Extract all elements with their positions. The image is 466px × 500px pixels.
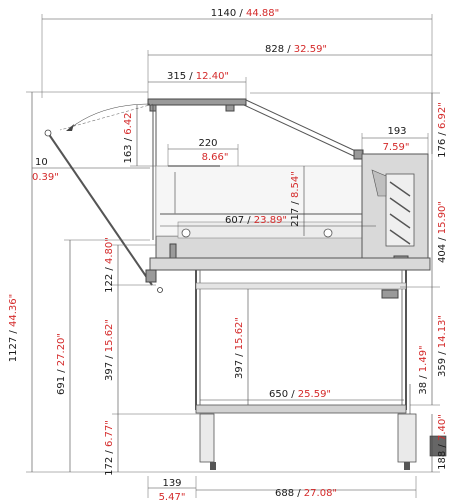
label-front-overhang-mm: 139	[162, 478, 181, 489]
stand-top-brace	[195, 282, 407, 290]
lid-hinge-right	[225, 104, 235, 112]
label-front-overhang-inch: 5.47"	[159, 492, 186, 500]
control-panel	[385, 173, 415, 247]
front-fitting	[145, 269, 157, 283]
well-base	[155, 235, 387, 259]
sloped-glass-upper	[245, 99, 363, 155]
label-rear-depth-mm: 193	[387, 126, 406, 137]
cabinet-rail	[149, 257, 431, 271]
base-foot-front	[199, 413, 215, 463]
rear-bracket	[371, 169, 387, 197]
label-glass-offset-mm: 10	[35, 157, 48, 168]
leveler-front	[210, 462, 216, 470]
label-front-gap: 122 / 4.80"	[104, 237, 115, 293]
dimension-lines	[26, 14, 440, 498]
lid-top-bar	[147, 98, 247, 106]
vent-slot-1	[389, 181, 411, 197]
label-rear-leg-height: 359 / 14.13"	[437, 315, 448, 377]
label-shelf-width-mm: 220	[198, 138, 217, 149]
label-shelf-width-inch: 8.66"	[202, 152, 229, 163]
label-lid-height: 163 / 6.42	[123, 112, 134, 163]
vent-slot-2	[389, 197, 411, 213]
sloped-glass-lower	[243, 104, 359, 159]
label-lid-depth: 315 / 12.40"	[167, 71, 229, 82]
label-well-depth: 607 / 23.89"	[225, 215, 287, 226]
drain-left	[169, 243, 177, 259]
label-front-leg-height: 397 / 15.62"	[104, 319, 115, 381]
dimension-labels: 1140 / 44.88" 828 / 32.59" 315 / 12.40" …	[8, 8, 448, 500]
label-top-depth: 828 / 32.59"	[265, 44, 327, 55]
label-rear-unit-height: 404 / 15.90"	[437, 201, 448, 263]
flap-swing-arc	[67, 103, 151, 131]
label-display-height: 217 / 8.54"	[290, 171, 301, 227]
open-flap-panel	[47, 132, 153, 286]
stand-lower-shelf	[195, 404, 407, 414]
flap-swing-line	[59, 103, 154, 131]
label-base-width: 688 / 27.08"	[275, 488, 337, 499]
leveler-rear	[404, 462, 410, 470]
rear-tap	[381, 289, 399, 299]
flap-knob	[44, 129, 52, 137]
label-foot-height: 188 / 7.40"	[437, 414, 448, 470]
label-total-width: 1140 / 44.88"	[211, 8, 279, 19]
label-base-height: 172 / 6.77"	[104, 420, 115, 476]
pan-knob-right	[323, 228, 333, 238]
pan-knob-left	[181, 228, 191, 238]
label-stand-width: 650 / 25.59"	[269, 389, 331, 400]
front-screw	[157, 287, 163, 293]
label-stand-height: 397 / 15.62"	[234, 317, 245, 379]
vent-slot-4	[389, 229, 411, 245]
label-total-height: 1127 / 44.36"	[8, 294, 19, 362]
vent-slot-3	[389, 213, 411, 229]
base-foot-rear	[397, 413, 417, 463]
side-handle	[429, 435, 447, 457]
label-rear-top-height: 176 / 6.92"	[437, 102, 448, 158]
label-glass-offset-inch: 0.39"	[32, 172, 59, 183]
label-front-to-floor: 691 / 27.20"	[56, 333, 67, 395]
flap-arrow	[66, 124, 74, 131]
label-rear-depth-inch: 7.59"	[383, 142, 410, 153]
label-rail-height: 38 / 1.49"	[418, 345, 429, 394]
